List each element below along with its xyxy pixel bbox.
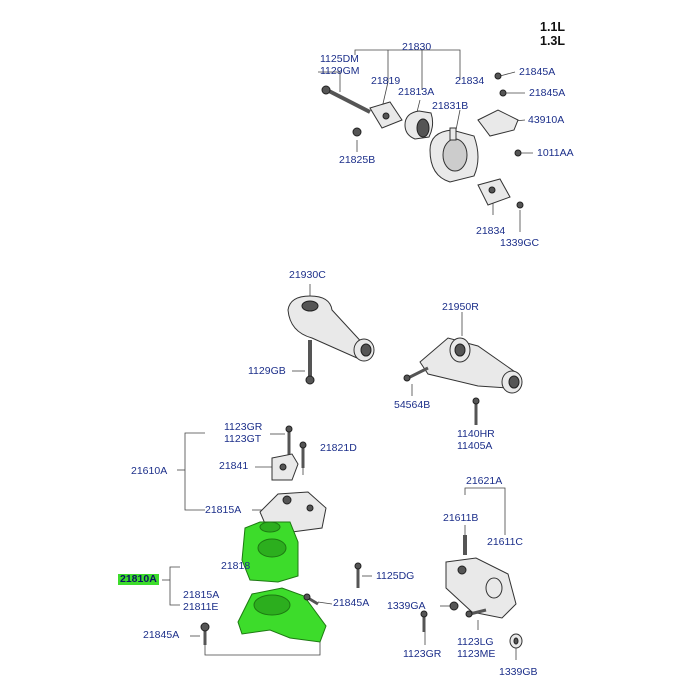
label-1339gc[interactable]: 1339GC: [500, 237, 540, 249]
label-1123me[interactable]: 1123ME: [457, 648, 496, 660]
bolt-1123gr: [285, 425, 293, 455]
label-21610a[interactable]: 21610A: [131, 465, 168, 477]
label-21834-top[interactable]: 21834: [455, 75, 485, 87]
label-1123gt[interactable]: 1123GT: [224, 433, 262, 445]
bolt-1125dm: [321, 85, 371, 114]
engine-label: 1.1L 1.3L: [540, 20, 565, 48]
label-1123lg[interactable]: 1123LG: [457, 636, 494, 648]
roll-rod-21930c: [287, 295, 375, 362]
label-21830[interactable]: 21830: [402, 41, 432, 53]
label-21950r[interactable]: 21950R: [442, 301, 479, 313]
label-1011aa[interactable]: 1011AA: [537, 147, 574, 159]
label-21825b[interactable]: 21825B: [339, 154, 376, 166]
label-11405a[interactable]: 11405A: [457, 440, 493, 452]
label-1123gr-top[interactable]: 1123GR: [224, 421, 263, 433]
label-21930c[interactable]: 21930C: [289, 269, 326, 281]
label-1123gr-bottom[interactable]: 1123GR: [403, 648, 442, 660]
label-21813a[interactable]: 21813A: [398, 86, 435, 98]
label-1125dg[interactable]: 1125DG: [376, 570, 415, 582]
mount-21818-highlighted: [241, 521, 299, 583]
label-21821d[interactable]: 21821D: [320, 442, 357, 454]
label-21810a-highlighted[interactable]: 21810A: [118, 573, 159, 585]
label-21834-bottom[interactable]: 21834: [476, 225, 506, 237]
washer-1339gb: [509, 633, 523, 649]
bolt-1123gr-bottom: [420, 610, 428, 632]
bracket-21841: [271, 453, 299, 481]
label-21815a-bottom[interactable]: 21815A: [183, 589, 220, 601]
washer-21819: [369, 101, 403, 129]
nut-1339ga: [449, 601, 459, 611]
bolt-1123lg: [465, 608, 487, 618]
bolt-21845a-right: [303, 593, 319, 606]
engine-line-2: 1.3L: [540, 34, 566, 48]
bolt-54564b: [403, 366, 429, 396]
label-1125dm[interactable]: 1125DM: [320, 53, 359, 65]
label-54564b[interactable]: 54564B: [394, 399, 431, 411]
small-parts-top: [352, 72, 524, 209]
washer-21834: [477, 178, 511, 206]
label-21845a-4[interactable]: 21845A: [143, 629, 180, 641]
bolt-21821d: [299, 441, 307, 468]
bushing-21813a: [404, 110, 434, 140]
mount-21831b: [429, 127, 479, 183]
bolt-21845a-left: [200, 622, 210, 645]
label-21819[interactable]: 21819: [371, 75, 401, 87]
bracket-43910a: [477, 109, 519, 137]
engine-line-1: 1.1L: [540, 20, 566, 34]
label-21845a-2[interactable]: 21845A: [529, 87, 566, 99]
bolt-1125dg: [354, 562, 362, 588]
bolt-1129gb: [292, 340, 315, 385]
label-21841[interactable]: 21841: [219, 460, 249, 472]
label-1339gb[interactable]: 1339GB: [499, 666, 538, 678]
label-21815a-top[interactable]: 21815A: [205, 504, 242, 516]
label-21818[interactable]: 21818: [221, 560, 251, 572]
label-21621a[interactable]: 21621A: [466, 475, 503, 487]
label-21845a-1[interactable]: 21845A: [519, 66, 556, 78]
bolt-1140hr: [472, 397, 480, 425]
label-21845a-3[interactable]: 21845A: [333, 597, 370, 609]
label-1339ga[interactable]: 1339GA: [387, 600, 426, 612]
bracket-21950r: [419, 337, 523, 394]
leader-lines-top: [318, 49, 533, 232]
label-21611b[interactable]: 21611B: [443, 512, 479, 524]
leader-lines-21621a: [424, 487, 517, 660]
label-21611c[interactable]: 21611C: [487, 536, 524, 548]
label-1129gm[interactable]: 1129GM: [320, 65, 360, 77]
bracket-21611c: [445, 557, 517, 619]
mount-21811e-highlighted: [237, 587, 327, 643]
leader-lines-21610a: [162, 432, 372, 656]
label-1129gb[interactable]: 1129GB: [248, 365, 286, 377]
label-1140hr[interactable]: 1140HR: [457, 428, 495, 440]
label-21831b[interactable]: 21831B: [432, 100, 469, 112]
label-21811e[interactable]: 21811E: [183, 601, 219, 613]
label-43910a[interactable]: 43910A: [528, 114, 565, 126]
